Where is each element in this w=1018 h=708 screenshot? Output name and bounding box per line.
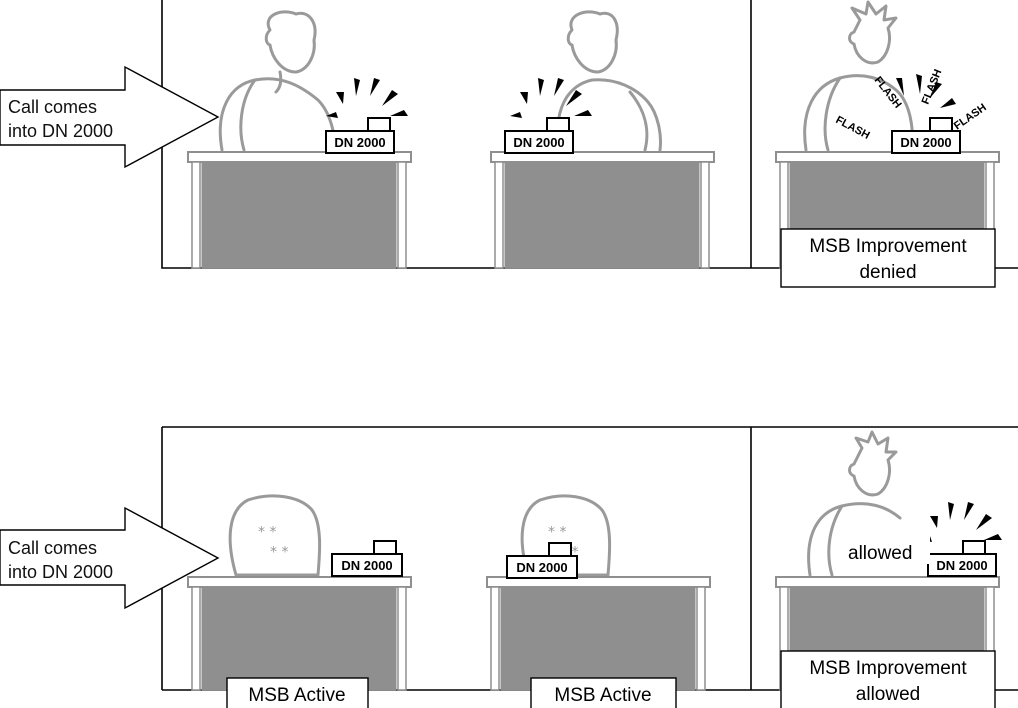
panel-2-person: [558, 12, 661, 150]
phone-dn-label: DN 2000: [513, 135, 564, 150]
allowed-callout: allowed: [842, 536, 930, 564]
phone-icon: DN 2000: [892, 118, 960, 153]
panel-1-desk: [188, 577, 411, 690]
svg-text:⁎ ⁎: ⁎ ⁎: [270, 540, 288, 556]
caption-line-1: MSB Improvement: [809, 236, 967, 257]
svg-text:⁎ ⁎: ⁎ ⁎: [258, 520, 276, 536]
result-caption-denied: MSB Improvement denied: [781, 229, 995, 287]
allowed-callout-label: allowed: [848, 543, 912, 564]
phone-icon: DN 2000: [332, 541, 402, 576]
arrow-label-line-1: Call comes: [8, 538, 97, 558]
svg-text:⁎ ⁎: ⁎ ⁎: [548, 520, 566, 536]
phone-icon: DN 2000: [505, 118, 573, 153]
incoming-call-arrow: Call comes into DN 2000: [0, 67, 218, 167]
phone-dn-label: DN 2000: [516, 560, 567, 575]
phone-dn-label: DN 2000: [341, 558, 392, 573]
panel-2-desk: [491, 152, 714, 268]
phone-icon: DN 2000: [928, 541, 996, 576]
phone-icon: DN 2000: [326, 118, 394, 153]
desk-caption-label: MSB Active: [554, 685, 651, 706]
ringing-rays-icon: [920, 502, 1002, 542]
phone-dn-label: DN 2000: [334, 135, 385, 150]
incoming-call-arrow: Call comes into DN 2000: [0, 508, 218, 608]
caption-line-1: MSB Improvement: [809, 658, 967, 679]
caption-line-2: denied: [859, 262, 916, 283]
caption-line-2: allowed: [856, 684, 920, 705]
arrow-label-line-2: into DN 2000: [8, 121, 113, 141]
flash-label: FLASH: [920, 68, 945, 107]
phone-icon: DN 2000: [507, 543, 577, 578]
panel-2-desk: [487, 577, 710, 690]
panel-1-desk: [188, 152, 411, 268]
desk-caption-msb-active: MSB Active: [227, 678, 368, 708]
row-1: Call comes into DN 2000 DN 2000: [0, 0, 1018, 287]
arrow-label-line-1: Call comes: [8, 97, 97, 117]
panel-1-empty-chair: ⁎ ⁎ ⁎ ⁎: [230, 496, 320, 575]
result-caption-allowed: MSB Improvement allowed: [781, 651, 995, 708]
head-icon: [568, 12, 617, 72]
arrow-label-line-2: into DN 2000: [8, 562, 113, 582]
panel-1-person: [220, 12, 334, 150]
head-icon: [850, 432, 897, 495]
ringing-rays-icon: [326, 78, 408, 118]
flash-label: FLASH: [834, 114, 872, 142]
phone-dn-label: DN 2000: [936, 558, 987, 573]
desk-caption-msb-active: MSB Active: [531, 678, 676, 708]
frustrated-head-icon: [850, 2, 897, 63]
desk-caption-label: MSB Active: [248, 685, 345, 706]
phone-dn-label: DN 2000: [900, 135, 951, 150]
head-icon: [266, 12, 315, 72]
row-2: Call comes into DN 2000 ⁎ ⁎ ⁎ ⁎ DN 2000 …: [0, 427, 1018, 708]
flash-label: FLASH: [952, 102, 989, 133]
